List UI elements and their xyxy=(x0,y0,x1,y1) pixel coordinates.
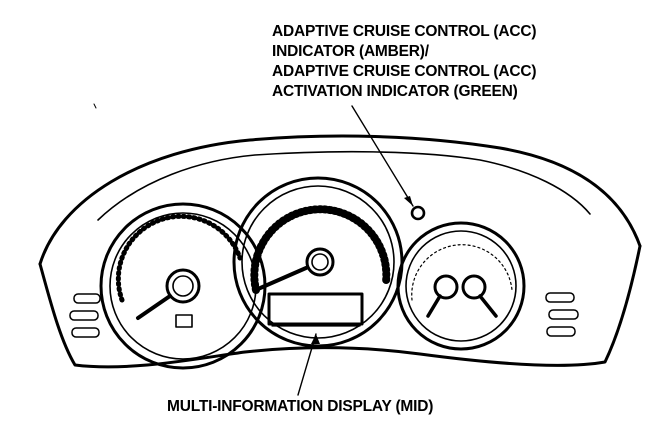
acc-callout-line-2: INDICATOR (AMBER)/ xyxy=(272,44,429,60)
acc-callout-line-1: ADAPTIVE CRUISE CONTROL (ACC) xyxy=(272,24,536,40)
mid-arrowhead xyxy=(311,334,320,344)
acc-indicator-lamp xyxy=(412,207,424,219)
right-gauge-needle-right xyxy=(480,296,496,316)
mid-callout-label: MULTI-INFORMATION DISPLAY (MID) xyxy=(167,399,433,415)
acc-arrowhead xyxy=(404,196,413,206)
right-gauge-needle-left xyxy=(428,296,440,316)
acc-callout-line-4: ACTIVATION INDICATOR (GREEN) xyxy=(272,84,518,100)
mid-display xyxy=(269,294,362,326)
right-vent-slats xyxy=(546,293,578,336)
right-gauge xyxy=(398,223,524,349)
left-vent-slats xyxy=(70,294,100,337)
left-gauge-needle xyxy=(138,296,170,318)
acc-callout-line-3: ADAPTIVE CRUISE CONTROL (ACC) xyxy=(272,64,536,80)
center-speedometer xyxy=(234,178,402,346)
